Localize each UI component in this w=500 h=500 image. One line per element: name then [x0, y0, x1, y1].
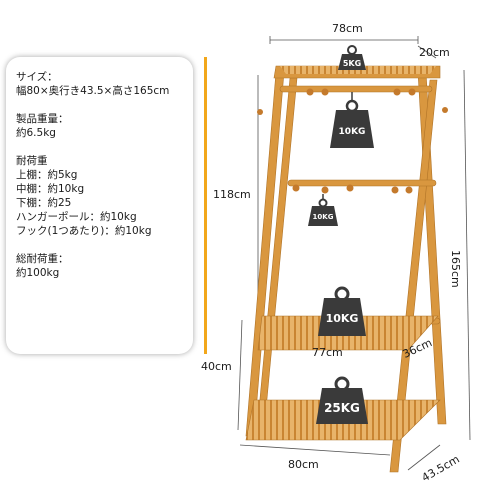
size-heading: サイズ：: [16, 71, 58, 83]
size-value: 幅80×奥行き43.5×高さ165cm: [16, 85, 170, 97]
dim-upper-height: 118cm: [213, 188, 251, 201]
weight-label-bottom: 25KG: [324, 401, 360, 415]
total-value: 約100kg: [16, 267, 60, 279]
accent-divider: [204, 57, 207, 354]
dim-total-height: 165cm: [449, 250, 462, 288]
weight-label-hanger: 10KG: [339, 127, 366, 137]
weight-label-middle: 10KG: [326, 312, 359, 325]
weight-heading: 製品重量：: [16, 113, 69, 125]
load-middle: 中棚：約10kg: [16, 183, 85, 195]
weight-icon-middle: [318, 286, 366, 336]
load-upper: 上棚：約5kg: [16, 169, 78, 181]
load-lower: 下棚：約25: [16, 197, 72, 209]
load-hook: フック(1つあたり)：約10kg: [16, 225, 152, 237]
load-hanger-pole: ハンガーポール：約10kg: [16, 211, 137, 223]
dim-top-width: 78cm: [332, 22, 363, 35]
dim-shelf-width: 77cm: [312, 346, 343, 359]
dim-base-width: 80cm: [288, 458, 319, 471]
weight-label-hook: 10KG: [313, 213, 334, 221]
dim-top-depth: 20cm: [419, 46, 450, 59]
weight-icon-top: [338, 45, 366, 70]
weight-value: 約6.5kg: [16, 127, 56, 139]
hooks: [257, 88, 448, 194]
weight-icon-bottom: [316, 376, 368, 424]
weight-label-top: 5KG: [343, 59, 361, 68]
spec-list: サイズ： 幅80×奥行き43.5×高さ165cm 製品重量： 約6.5kg 耐荷…: [16, 70, 183, 280]
spec-panel: サイズ： 幅80×奥行き43.5×高さ165cm 製品重量： 約6.5kg 耐荷…: [6, 57, 193, 354]
load-heading: 耐荷重: [16, 155, 48, 167]
weight-icon-hanger: [330, 92, 374, 148]
weight-icon-hook: [308, 194, 338, 226]
dim-lower-height: 40cm: [201, 360, 232, 373]
total-heading: 総耐荷重：: [16, 253, 69, 265]
